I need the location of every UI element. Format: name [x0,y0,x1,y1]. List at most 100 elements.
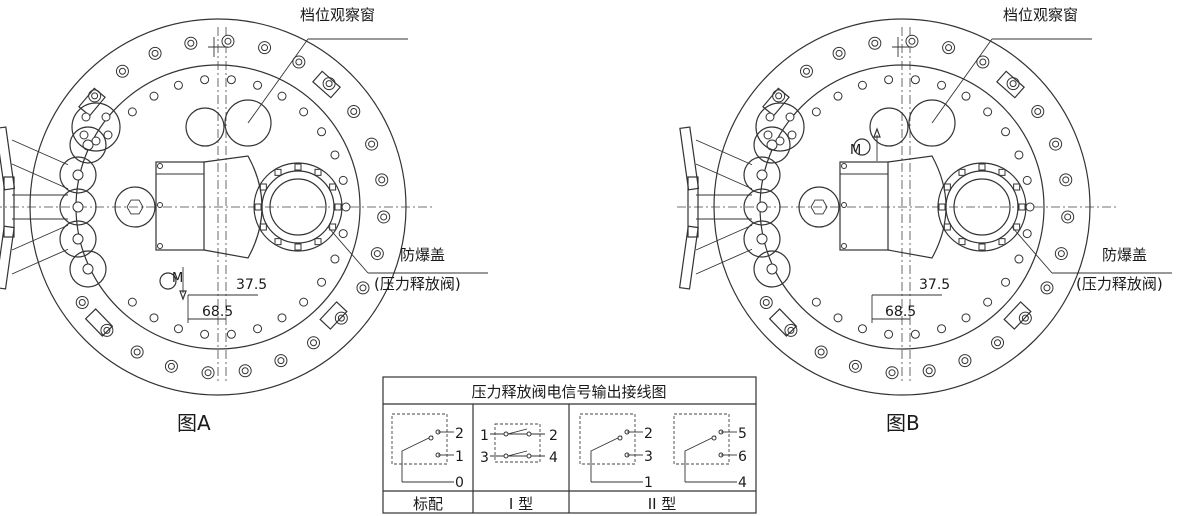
bushing [743,220,781,258]
bushing-hole [79,130,89,140]
bolt-hole [350,107,358,115]
bushing [743,156,781,194]
bushing-hole [81,112,91,122]
bushing [71,102,121,152]
switch-dashed-box [673,413,730,465]
bolt-hole [338,175,348,185]
bolt-hole [910,75,920,85]
terminal-number: 5 [738,426,747,442]
bolt-hole [841,202,847,208]
bolt-hole [157,163,163,169]
bolt-hole [149,313,159,323]
motor-symbol [159,272,177,290]
bolt-hole [961,357,969,365]
bolt-hole [127,107,137,117]
bolt-hole [1013,223,1021,231]
explosion-proof-cover [953,178,1011,236]
bolt-hole [1001,127,1011,137]
figure-a-valve-label: (压力释放阀) [374,275,461,293]
terminal-number: 1 [455,449,464,465]
bolt-hole [167,362,175,370]
bolt-hole [329,223,337,231]
bolt-hole [1034,107,1042,115]
bolt-hole [380,213,388,221]
bolt-hole [833,91,843,101]
lifting-lug [84,308,114,337]
lifting-lug [312,70,341,99]
bushing-hole [103,130,113,140]
bolt-hole [884,329,894,339]
leader-line [247,38,309,124]
bolt-hole [274,168,282,176]
switch-contact [590,435,623,482]
bolt-hole [851,362,859,370]
bolt-hole [937,324,947,334]
bushing-hole [765,112,775,122]
figure-b-cover-label: 防爆盖 [1102,246,1147,264]
drain-plug [114,186,156,228]
leader-line [327,226,369,274]
bolt-hole [157,243,163,249]
pipe-body [695,163,753,190]
bolt-hole [187,39,195,47]
drain-plug [810,199,828,215]
bolt-hole [378,176,386,184]
bolt-hole [173,80,183,90]
standard-switch-diagram: 2 1 0 [391,413,464,491]
bolt-hole [259,223,267,231]
bolt-hole [224,37,232,45]
switch-contact [617,435,623,441]
figure-b-motor-label: M [850,143,861,158]
bolt-hole [359,284,367,292]
pipe-body [695,248,753,275]
figure-b-dim-37-5: 37.5 [919,277,950,293]
bushing-hole [82,263,94,275]
figure-a-dim-68-5: 68.5 [202,304,233,320]
explosion-proof-cover [261,170,335,244]
figure-a-cover-label: 防爆盖 [400,246,445,264]
switch-dashed-box [391,413,448,465]
bolt-hole [1001,277,1011,287]
switch-dashed-box [579,413,636,465]
bushing [69,250,107,288]
bolt-hole [259,183,267,191]
bushing-hole [72,201,84,213]
lifting-lug [319,301,348,330]
bolt-hole [1064,213,1072,221]
type2a-switch-diagram: 2 3 1 [579,413,653,491]
bushing-hole [775,136,785,146]
bolt-hole [295,58,303,66]
bushing [755,102,805,152]
lifting-lug [1003,301,1032,330]
bushing-hole [785,112,795,122]
window-circle [185,107,225,147]
bolt-hole [330,150,340,160]
bolt-hole [871,39,879,47]
leader-line [931,38,993,124]
pipe-flange [687,176,699,238]
type2b-switch-diagram: 5 6 4 [673,413,747,491]
bolt-hole [1025,202,1035,212]
bolt-hole [226,329,236,339]
bolt-hole [338,229,348,239]
bolt-hole [833,313,843,323]
bolt-hole [200,329,210,339]
bolt-hole [325,80,333,88]
bolt-hole [857,324,867,334]
bolt-hole [1052,140,1060,148]
bolt-hole [811,297,821,307]
switch-contact [684,435,717,482]
bolt-hole [261,44,269,52]
pipe-flange [0,225,15,290]
bolt-hole [943,183,951,191]
bolt-hole [998,238,1006,246]
bolt-hole [314,238,322,246]
bolt-hole [204,369,212,377]
bolt-hole [762,299,770,307]
bolt-hole [200,75,210,85]
switch-contact [503,431,509,437]
bolt-hole [299,107,309,117]
bolt-hole [277,91,287,101]
bolt-hole [1057,250,1065,258]
